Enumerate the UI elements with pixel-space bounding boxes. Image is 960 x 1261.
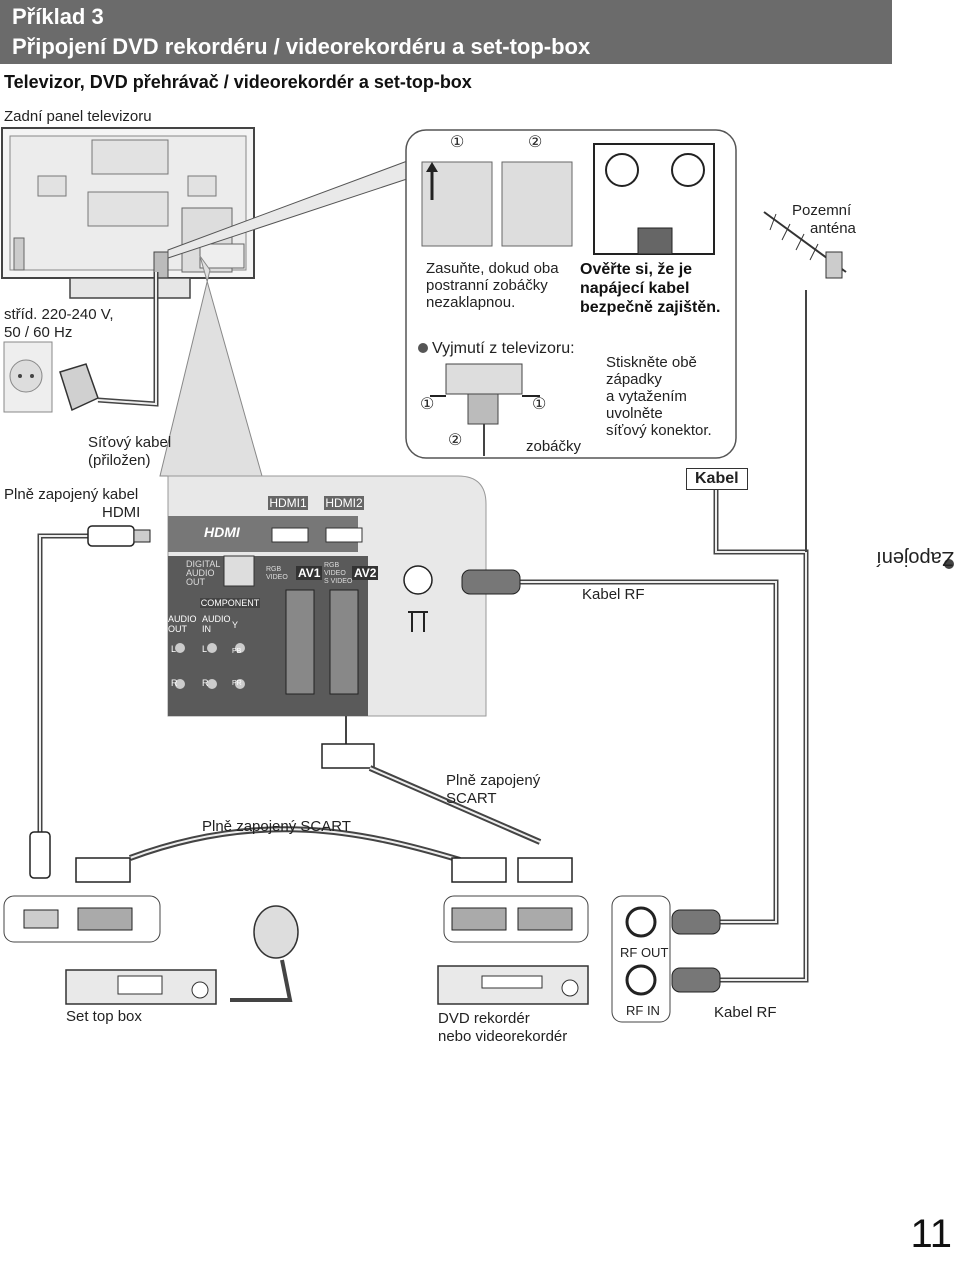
insert-instruction-2: postranní zobáčky [426,277,548,294]
step1-marker: ① [450,134,465,151]
av1-label: AV1 [296,566,323,580]
power-cable-label-1: Síťový kabel [88,434,172,451]
release-instruction-4: uvolněte [606,405,663,422]
scart-full-label-2: SCART [446,790,497,807]
insert-instruction-3: nezaklapnou. [426,294,516,311]
remove-title-text: Vyjmutí z televizoru: [432,340,575,357]
hdmi-logo: HDMI [204,524,240,540]
audio-in-line1: AUDIO [202,614,231,624]
side-tab-label: Zapojení [876,547,954,569]
ac-power-label-1: stříd. 220-240 V, [4,306,114,323]
set-top-box-label: Set top box [66,1008,142,1025]
audio-in-line2: IN [202,624,211,634]
page-number: 11 [910,1212,952,1256]
dvd-label-1: DVD rekordér [438,1010,530,1027]
header-subtitle: Připojení DVD rekordéru / videorekordéru… [12,34,591,59]
hooks-label: zobáčky [526,438,582,455]
insert-instruction-1: Zasuňte, dokud oba [426,260,559,277]
rf-in-label: RF IN [626,1003,660,1018]
tv-rear-label: Zadní panel televizoru [4,108,152,125]
antenna-illustration [763,211,847,279]
check-instruction-2: napájecí kabel [580,280,690,297]
component-pb: PB [232,648,242,655]
release-instruction-2: západky [606,371,662,388]
audio-out-l: L [171,644,177,654]
remove-step1-right: ① [532,396,547,413]
step2-marker: ② [528,134,543,151]
audio-in-r: R [202,678,209,688]
remove-step1-left: ① [420,396,435,413]
digital-audio-label: DIGITAL AUDIO OUT [186,560,220,587]
release-instruction-5: síťový konektor. [606,422,712,439]
kabel-label: Kabel [686,468,748,490]
audio-in-l: L [202,644,208,654]
hdmi-cable-label-2: HDMI [102,504,141,521]
check-instruction-3: bezpečně zajištěn. [580,299,721,316]
antenna-label-2: anténa [810,220,856,237]
audio-out-line2: OUT [168,624,187,634]
digital-audio-line2: AUDIO [186,568,215,578]
remove-step2: ② [448,432,463,449]
tv-rear-illustration [1,127,255,299]
ac-power-label-2: 50 / 60 Hz [4,324,73,341]
check-instruction-1: Ověřte si, že je [580,261,693,278]
bullet-icon [418,343,428,353]
section-subtitle: Televizor, DVD přehrávač / videorekordér… [4,72,472,92]
rf-cable-label: Kabel RF [582,586,645,603]
scart-full-label-1: Plně zapojený [446,772,541,789]
rf-out-label: RF OUT [620,945,669,960]
header-title: Příklad 3 [12,4,104,29]
audio-out-label: AUDIO OUT [168,614,197,634]
antenna-label-1: Pozemní [792,202,852,219]
audio-out-line1: AUDIO [168,614,197,624]
audio-out-r: R [171,678,178,688]
digital-audio-line1: DIGITAL [186,559,221,569]
scart-full-label-3: Plně zapojený SCART [202,818,351,835]
component-pr: PR [232,680,242,687]
digital-audio-line3: OUT [186,577,205,587]
component-label: COMPONENT [200,598,260,608]
rf-cable-label-2: Kabel RF [714,1004,777,1021]
hdmi1-label: HDMI1 [268,496,308,510]
av1-rgb-label: RGB VIDEO [266,566,288,581]
component-y: Y [232,620,239,630]
dvd-label-2: nebo videorekordér [438,1028,568,1045]
power-cable-label-2: (přiložen) [88,452,151,469]
release-instruction-1: Stiskněte obě [606,354,697,371]
section-side-tab: Zapojení [876,545,954,665]
page-header: Příklad 3 Připojení DVD rekordéru / vide… [0,0,892,64]
remove-title: Vyjmutí z televizoru: [418,340,575,358]
av2-rgb-label: RGB VIDEO [324,562,346,577]
av2-svideo-label: S VIDEO [324,578,353,585]
hdmi2-label: HDMI2 [324,496,364,510]
release-instruction-3: a vytažením [606,388,687,405]
hdmi-cable-label-1: Plně zapojený kabel [4,486,139,503]
audio-in-label: AUDIO IN [202,614,231,634]
av2-label: AV2 [352,566,379,580]
tv-connection-panel [167,475,487,717]
